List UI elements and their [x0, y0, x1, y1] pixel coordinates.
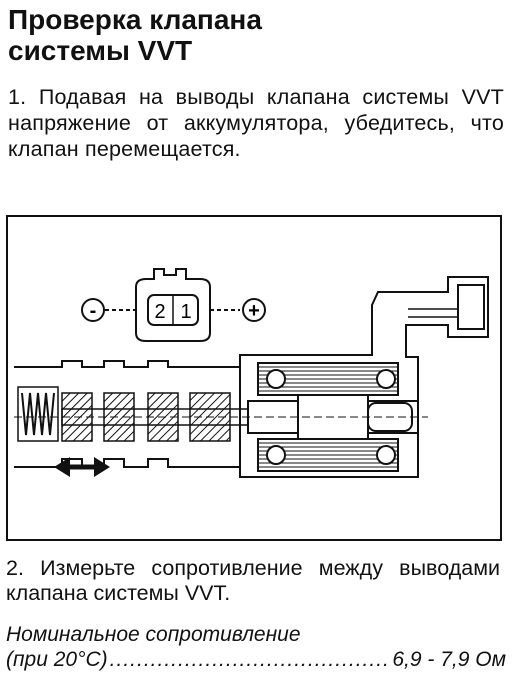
spec-value: 6,9 - 7,9 Ом — [392, 648, 506, 671]
minus-terminal-label: - — [90, 300, 97, 322]
plus-terminal-circle — [242, 298, 266, 322]
connector-group: - 2 1 + — [81, 268, 266, 342]
title-line-1: Проверка клапана — [8, 4, 262, 35]
section-title: Проверка клапана системы VVT — [8, 4, 508, 66]
valve-body — [14, 276, 489, 478]
vvt-valve-diagram: - 2 1 + — [6, 215, 502, 541]
double-arrow-icon — [54, 457, 110, 477]
step-1-text: 1. Подавая на выводы клапана системы VVT… — [8, 85, 504, 161]
vvt-valve-drawing: - 2 1 + — [14, 268, 489, 478]
leader-dots — [110, 647, 391, 672]
resistance-spec: Номинальное сопротивление (при 20°С) 6,9… — [6, 622, 506, 672]
pin-2-label: 2 — [154, 301, 165, 323]
title-line-2: системы VVT — [8, 35, 193, 66]
step-2-text: 2. Измерьте сопротивление между выводами… — [6, 556, 500, 605]
spec-row: (при 20°С) 6,9 - 7,9 Ом — [6, 647, 506, 672]
minus-terminal-circle — [81, 298, 105, 322]
spring — [21, 392, 55, 436]
spec-label-line-2: (при 20°С) — [6, 648, 108, 671]
connector-housing — [135, 268, 211, 342]
plus-terminal-label: + — [248, 300, 260, 322]
coil-lower — [257, 438, 399, 472]
spec-label-line-1: Номинальное сопротивление — [6, 623, 301, 646]
pin-1-label: 1 — [180, 301, 191, 323]
